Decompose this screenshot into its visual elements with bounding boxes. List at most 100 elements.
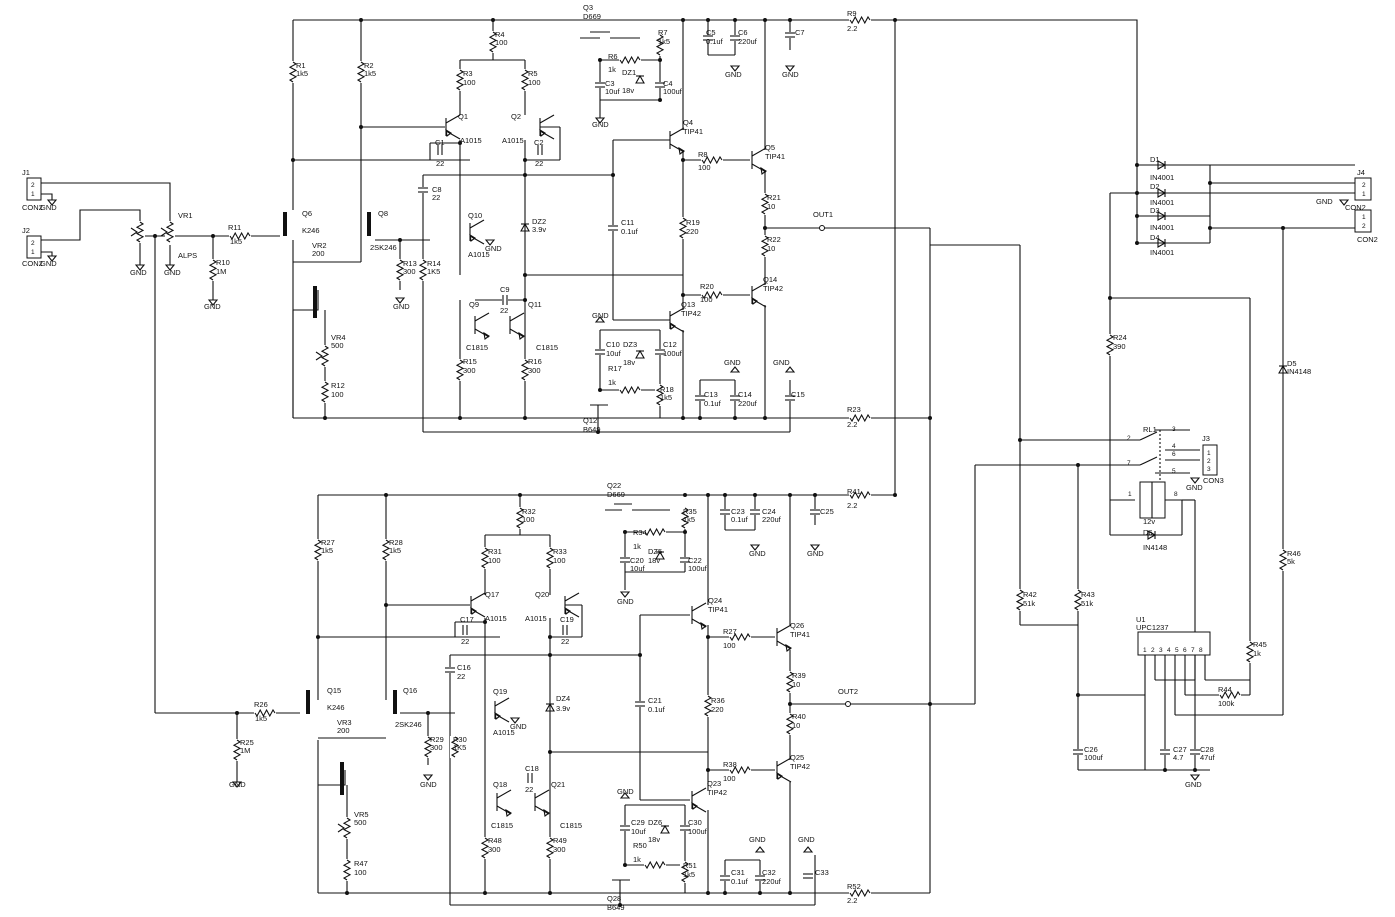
c12-value: 100uf — [663, 349, 683, 358]
gnd-c25: GND — [807, 549, 824, 558]
d6-value: IN4148 — [1143, 543, 1167, 552]
r25-value: 1M — [240, 746, 250, 755]
junction-bm — [706, 635, 710, 639]
q21-value: C1815 — [560, 821, 582, 830]
r52-ref: R52 — [847, 882, 861, 891]
connector-j1 — [26, 177, 42, 201]
j3-gnd: GND — [1186, 483, 1203, 492]
q25-symbol-collector — [776, 757, 792, 767]
r12-symbol — [320, 381, 330, 403]
r5-value: 100 — [528, 78, 541, 87]
gnd-c25-symbol — [809, 544, 821, 551]
r44-value: 100k — [1218, 699, 1235, 708]
r2-ref: R2 — [364, 61, 374, 70]
c22-ref: C22 — [688, 556, 702, 565]
junction-dots — [153, 18, 1285, 907]
c13-ref: C13 — [704, 390, 718, 399]
c21-ref: C21 — [648, 696, 662, 705]
c2-value: 22 — [535, 159, 543, 168]
gnd-c32-symbol — [754, 846, 766, 853]
r15-ref: R15 — [463, 357, 477, 366]
c20-symbol-bg — [619, 557, 631, 563]
r10-ref: R10 — [216, 258, 230, 267]
gnd-c5-symbol — [729, 65, 741, 72]
r28-value: 1k5 — [389, 546, 401, 555]
r1-symbol — [288, 61, 298, 83]
d5-symbol-triangle — [1278, 364, 1288, 374]
junction-as — [1018, 438, 1022, 442]
junction-n — [611, 173, 615, 177]
c30-ref: C30 — [688, 818, 702, 827]
c10-ref: C10 — [606, 340, 620, 349]
u1-pin3: 3 — [1159, 647, 1163, 654]
r21-ref: R21 — [767, 193, 781, 202]
r52-symbol — [849, 888, 871, 898]
dz1-value: 18v — [622, 86, 634, 95]
vr3-value: 200 — [337, 726, 350, 735]
r52-value: 2.2 — [847, 896, 857, 905]
c13-value: 0.1uf — [704, 399, 722, 408]
r38-symbol — [729, 765, 751, 775]
junction-b — [491, 18, 495, 22]
r3-value: 100 — [463, 78, 476, 87]
junction-ak — [1135, 163, 1139, 167]
q10-symbol-arrow — [469, 233, 476, 242]
gnd-j4-symbol — [1338, 199, 1350, 206]
r27b-ref: R27 — [723, 627, 737, 636]
q21-symbol-emitter — [534, 805, 550, 815]
c33-ref: C33 — [815, 868, 829, 877]
junction-bc — [723, 493, 727, 497]
junction-f — [763, 18, 767, 22]
gnd-q19-symbol — [509, 717, 521, 724]
q14-value: TIP42 — [763, 284, 783, 293]
c14-value: 220uf — [738, 399, 758, 408]
q17-symbol-emitter — [470, 608, 486, 618]
q13-value: TIP42 — [681, 309, 701, 318]
junction-bi — [483, 620, 487, 624]
junction-br — [426, 711, 430, 715]
r29-symbol — [423, 736, 433, 758]
c1-symbol-bg — [437, 144, 443, 156]
r41-ref: R41 — [847, 487, 861, 496]
q2-symbol-arrow — [539, 128, 546, 137]
q23-symbol-collector — [691, 787, 707, 797]
gnd-j3-symbol — [1189, 477, 1201, 484]
junction-i — [291, 158, 295, 162]
junction-u — [523, 416, 527, 420]
q28-ref: Q28 — [607, 894, 621, 903]
q18-symbol-emitter — [496, 805, 512, 815]
c18-ref: C18 — [525, 764, 539, 773]
r8-symbol — [701, 155, 723, 165]
q1-symbol-arrow — [445, 128, 452, 137]
gnd-c23: GND — [749, 549, 766, 558]
gnd-c5: GND — [725, 70, 742, 79]
labels: J1 2 1 CON2 GND J2 2 1 CON2 GND J4 2 1 C… — [22, 3, 1378, 912]
d6-symbol-triangle — [1147, 530, 1157, 540]
gnd-c32: GND — [749, 835, 766, 844]
gnd-c33-symbol — [802, 846, 814, 853]
junction-aa — [323, 416, 327, 420]
q2-ref: Q2 — [511, 112, 521, 121]
r45-value: 1k — [1253, 649, 1261, 658]
c32-ref: C32 — [762, 868, 776, 877]
rl1-ref: RL1 — [1143, 425, 1157, 434]
r13-symbol — [395, 259, 405, 281]
junction-ba — [683, 493, 687, 497]
j5-label: CON2 — [1357, 235, 1378, 244]
dz5-symbol-triangle — [655, 550, 665, 560]
r44-symbol — [1219, 690, 1241, 700]
q22-value: D669 — [607, 490, 625, 499]
c16-ref: C16 — [457, 663, 471, 672]
r8-value: 100 — [698, 163, 711, 172]
r50-ref: R50 — [633, 841, 647, 850]
dz6-symbol-triangle — [660, 824, 670, 834]
q13-symbol-collector — [669, 307, 685, 317]
q17-symbol-collector — [470, 592, 486, 602]
q9-value: C1815 — [466, 343, 488, 352]
r27b-symbol — [729, 632, 751, 642]
gnd-c15-symbol — [784, 366, 796, 373]
junction-o — [681, 158, 685, 162]
c15-symbol-bg — [784, 395, 796, 401]
q23-symbol-arrow — [691, 801, 698, 810]
